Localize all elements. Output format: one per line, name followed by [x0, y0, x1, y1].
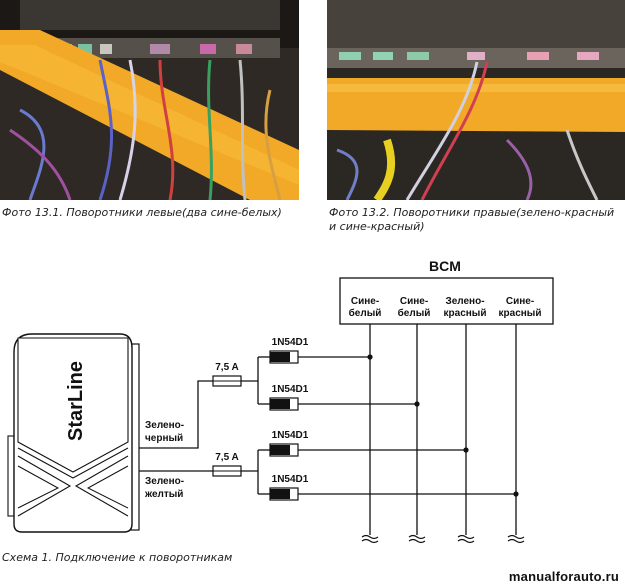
diode-3-label: 1N54D1 [272, 430, 309, 441]
fuse-2-label: 7,5 A [215, 452, 239, 463]
fuse-1-label: 7,5 A [215, 362, 239, 373]
photo2-caption: Фото 13.2. Поворотники правые(зелено-кра… [329, 206, 619, 234]
schema-caption: Схема 1. Подключение к поворотникам [2, 551, 322, 565]
wire-break-symbols [361, 534, 525, 544]
bcm-pin4-line2: красный [499, 308, 542, 319]
photo1-caption: Фото 13.1. Поворотники левые(два сине-бе… [2, 206, 302, 220]
wiring-schema: BCM Сине- белый Сине- белый Зелено- крас… [7, 258, 554, 544]
bcm-pin-labels: Сине- белый Сине- белый Зелено- красный … [349, 296, 542, 319]
bcm-pin3-line1: Зелено- [445, 296, 484, 307]
photo-left-turn-signals [0, 0, 299, 200]
wire1-label-line2: черный [145, 433, 183, 444]
diode-2 [269, 397, 299, 411]
photo2-caption-line1: Фото 13.2. Поворотники правые(зелено-кра… [329, 206, 615, 219]
diode-3 [269, 443, 299, 457]
junction-dots [367, 354, 519, 497]
photo2-caption-line2: и сине-красный) [329, 220, 425, 233]
diode-2-label: 1N54D1 [272, 384, 309, 395]
wire2-label-line2: желтый [144, 489, 183, 500]
starline-logo-text: StarLine [65, 361, 87, 441]
fuse-2 [212, 465, 242, 477]
schema-caption-text: Схема 1. Подключение к поворотникам [2, 551, 233, 564]
bcm-pin2-line2: белый [398, 307, 431, 319]
bcm-pin1-line1: Сине- [351, 296, 379, 307]
diode-1-label: 1N54D1 [272, 337, 309, 348]
starline-unit: StarLine [7, 333, 140, 533]
signal-wires [139, 356, 516, 495]
bcm-pin4-line1: Сине- [506, 296, 534, 307]
watermark: manualforauto.ru [508, 569, 619, 584]
bcm-pin3-line2: красный [444, 308, 487, 319]
bcm-title: BCM [429, 258, 461, 274]
fuse-1 [212, 375, 242, 387]
bcm-pin2-line1: Сине- [400, 296, 428, 307]
bcm-box [339, 277, 554, 325]
wire1-label-line1: Зелено- [145, 420, 184, 431]
diode-4 [269, 487, 299, 501]
photo1-caption-text: Фото 13.1. Поворотники левые(два сине-бе… [2, 206, 282, 219]
diode-4-label: 1N54D1 [272, 474, 309, 485]
photo-right-turn-signals [327, 0, 625, 200]
wire2-label-line1: Зелено- [145, 476, 184, 487]
bcm-wires [369, 324, 517, 535]
diode-1 [269, 350, 299, 364]
bcm-pin1-line2: белый [349, 307, 382, 319]
